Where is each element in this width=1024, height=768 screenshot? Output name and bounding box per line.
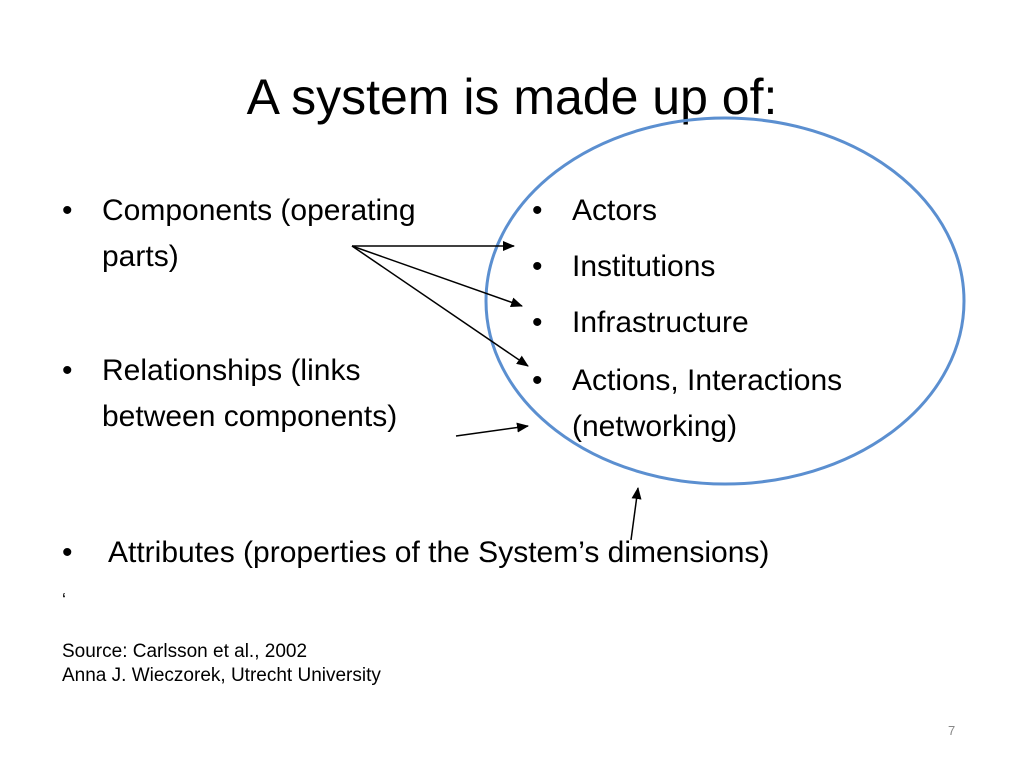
bullet-dot: • [532,364,543,397]
bullet-components: • Components (operating parts) [62,188,492,280]
arrow-attributes-to-ellipse [630,487,642,541]
bullet-components-line-1: Components (operating [102,194,416,227]
bullet-attributes: • Attributes (properties of the System’s … [62,530,769,576]
source-line-1: Source: Carlsson et al., 2002 [62,641,308,662]
arrow-components-to-actions [351,245,529,367]
bullet-institutions: • Institutions [532,244,952,290]
arrow-components-to-infrastructure [351,245,523,308]
bullet-components-line-2: parts) [102,240,179,273]
system-ellipse [484,116,966,486]
bullet-institutions-label: Institutions [572,250,716,283]
bullet-relationships-line-1: Relationships (links [102,354,361,387]
source-line-2: Anna J. Wieczorek, Utrecht University [62,665,381,686]
page-number: 7 [948,723,956,738]
stray-mark: ‘ [62,590,66,610]
bullet-actions: • Actions, Interactions (networking) [532,358,952,450]
bullet-dot: • [532,306,543,339]
bullet-dot: • [532,194,543,227]
bullet-actions-line-2: (networking) [572,410,738,443]
bullet-attributes-label: Attributes (properties of the System’s d… [108,536,770,569]
bullet-dot: • [62,354,73,387]
bullet-actors: • Actors [532,188,952,234]
bullet-infrastructure: • Infrastructure [532,300,952,346]
bullet-dot: • [62,194,73,227]
bullet-dot: • [62,536,73,569]
bullet-actions-line-1: Actions, Interactions [572,364,843,397]
bullet-infrastructure-label: Infrastructure [572,306,749,339]
bullet-relationships-line-2: between components) [102,400,398,433]
bullet-relationships: • Relationships (links between component… [62,348,492,440]
arrow-relationships-to-actions [455,422,529,437]
source-citation: Source: Carlsson et al., 2002 Anna J. Wi… [62,640,381,688]
bullet-dot: • [532,250,543,283]
slide-title: A system is made up of: [246,69,778,125]
bullet-actors-label: Actors [572,194,658,227]
